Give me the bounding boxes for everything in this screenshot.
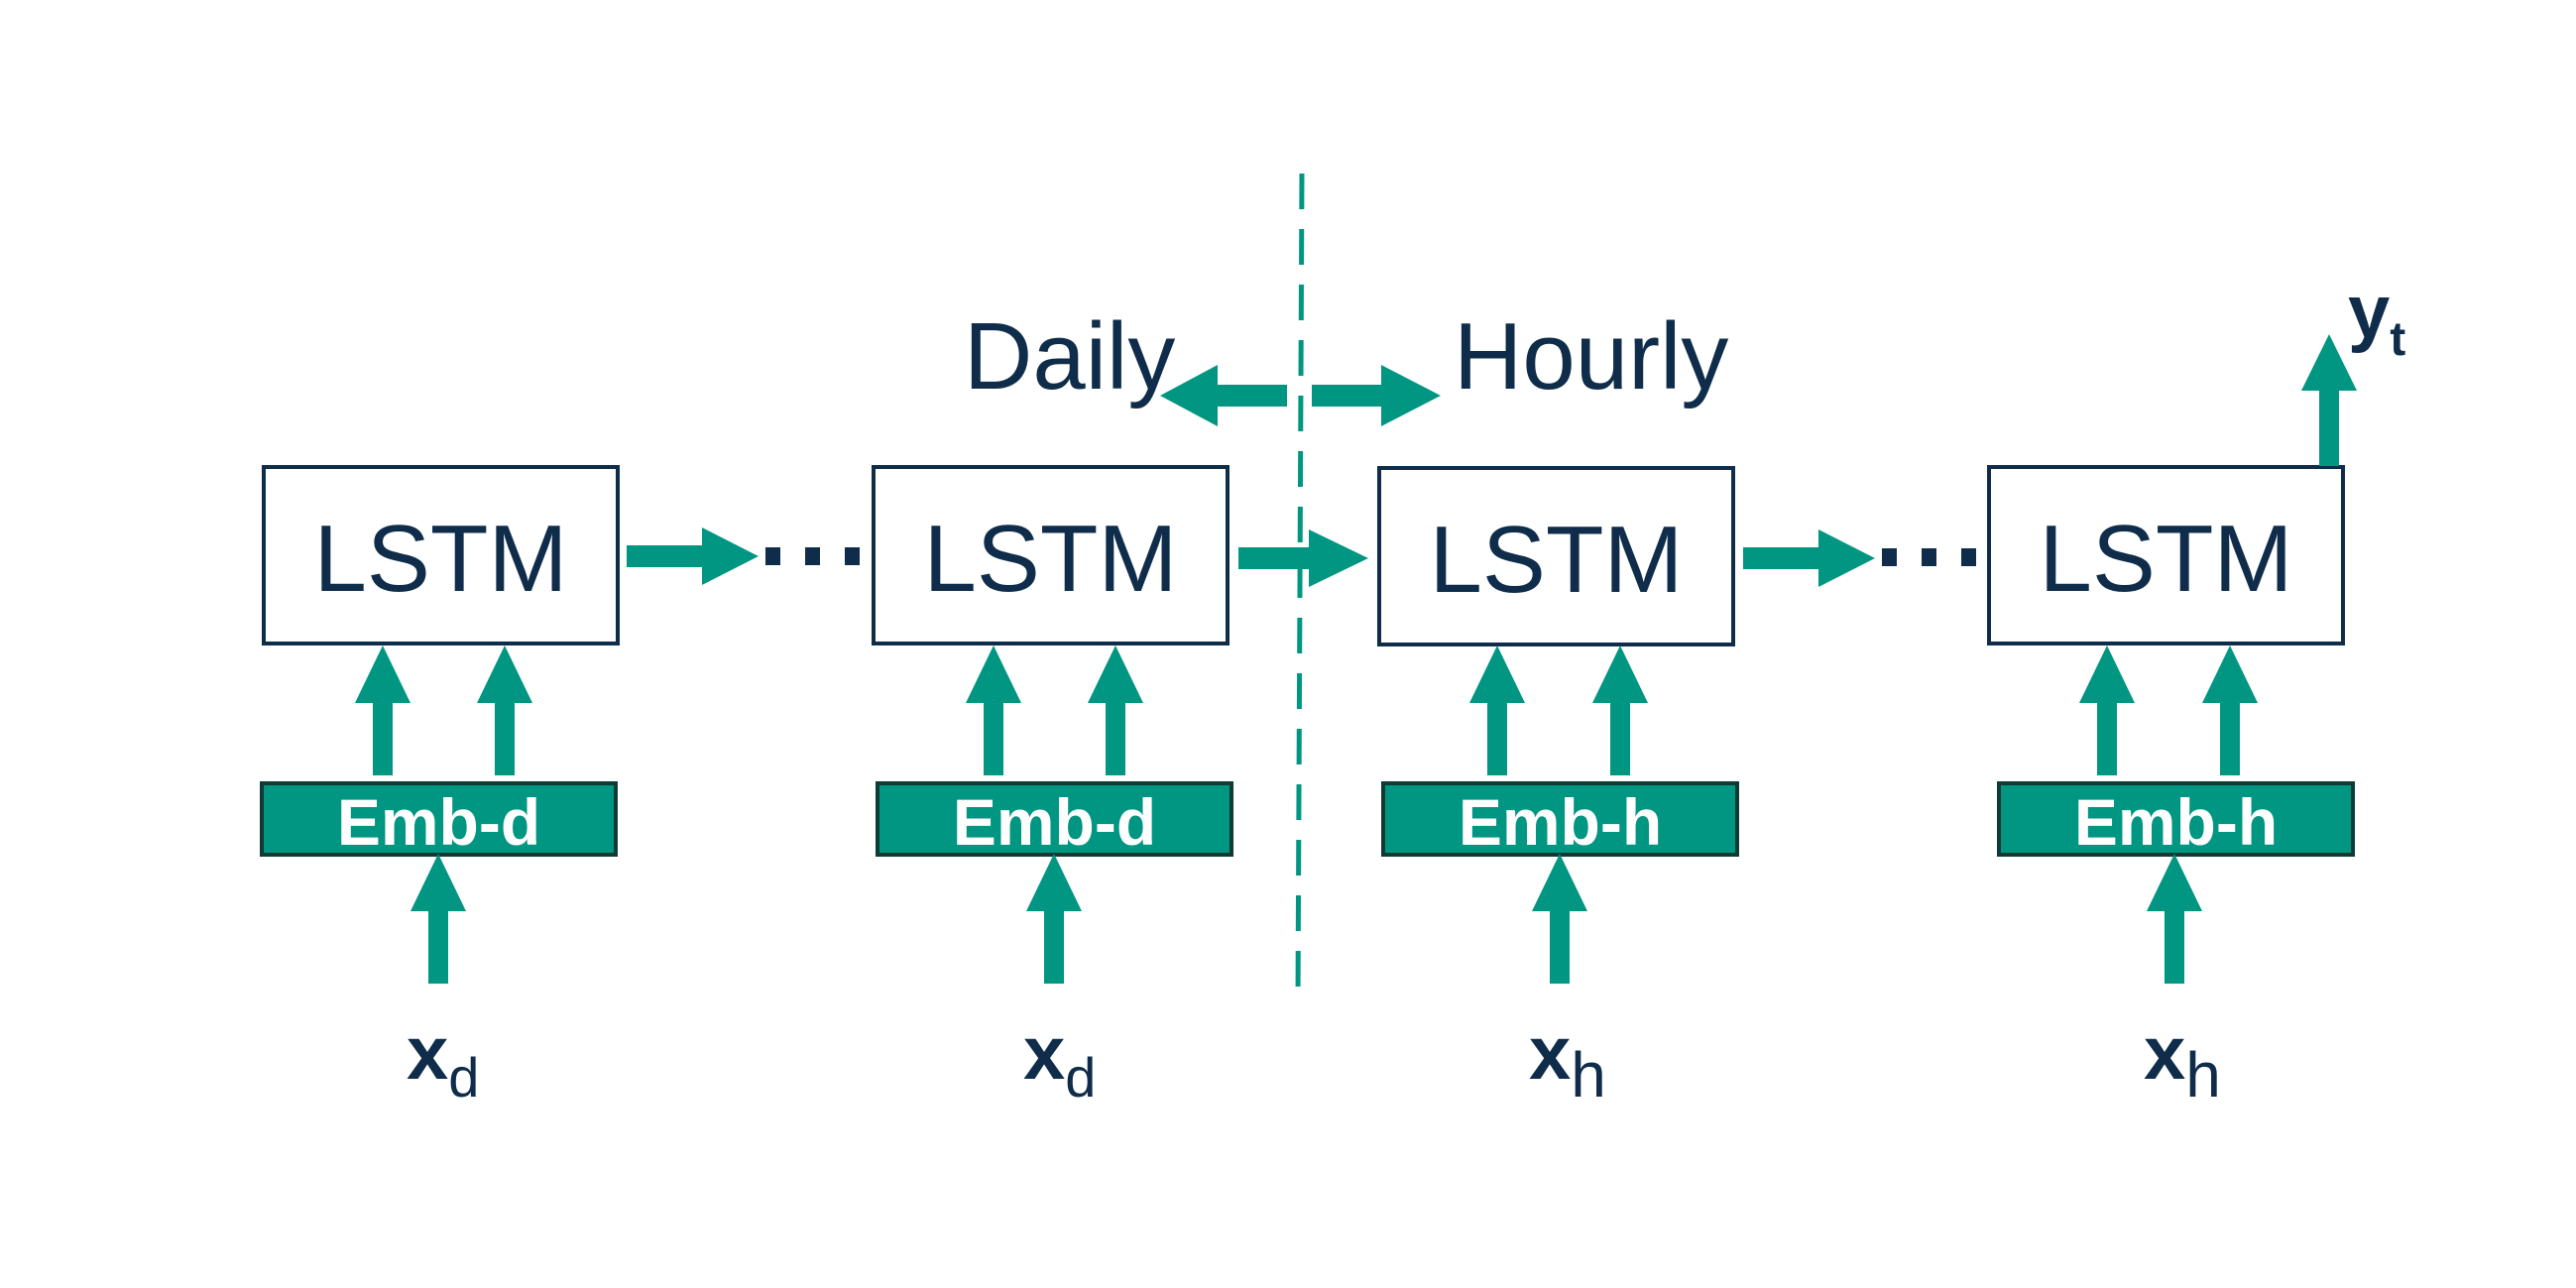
input-to-emb-arrow (1026, 854, 1082, 984)
daily-label: Daily (964, 303, 1175, 410)
lstm-box (262, 465, 620, 645)
lstm-label: LSTM (923, 506, 1177, 612)
lstm-label: LSTM (313, 506, 567, 612)
block-3: LSTM Emb-h xh (1377, 466, 1739, 1111)
flow-arrow-2-3 (1238, 529, 1368, 587)
input-to-emb-arrow (410, 854, 466, 984)
ellipsis-dot (805, 547, 820, 565)
emb-label: Emb-d (953, 785, 1156, 859)
emb-to-lstm-arrows (355, 645, 532, 775)
lstm-label: LSTM (1429, 507, 1683, 613)
lstm-box (872, 465, 1229, 645)
lstm-label: LSTM (2039, 506, 2292, 612)
emb-label: Emb-h (2074, 785, 2278, 859)
emb-box (1997, 781, 2355, 857)
output-label: yt (2348, 270, 2405, 366)
ellipsis-dot (1922, 548, 1936, 566)
emb-label: Emb-h (1459, 785, 1662, 859)
input-to-emb-arrow (2147, 854, 2202, 984)
flow-arrow-3-4 (1743, 529, 1976, 587)
ellipsis-dot (765, 547, 780, 565)
block-4: LSTM Emb-h xh (1987, 465, 2355, 1111)
emb-box (876, 781, 1233, 857)
flow-arrow-1-2 (627, 527, 860, 585)
block-1: LSTM Emb-d xd (260, 465, 620, 1109)
lstm-box (1987, 465, 2345, 645)
emb-box (1381, 781, 1739, 857)
lstm-box (1377, 466, 1735, 646)
ellipsis-dot (845, 547, 860, 565)
emb-to-lstm-arrows (1469, 645, 1648, 775)
ellipsis-dot (1882, 548, 1897, 566)
hourly-label: Hourly (1454, 303, 1728, 410)
block-2: LSTM Emb-d xd (872, 465, 1233, 1109)
section-divider (1295, 173, 1305, 1000)
output-arrow (2301, 334, 2357, 466)
input-label: xh (2144, 1011, 2221, 1111)
ellipsis-dot (1961, 548, 1976, 566)
daily-hourly-split-arrow (1160, 365, 1441, 426)
input-label: xh (1529, 1011, 1606, 1111)
emb-to-lstm-arrows (2079, 645, 2258, 775)
emb-label: Emb-d (337, 785, 540, 859)
emb-box (260, 781, 618, 857)
input-label: xd (407, 1011, 479, 1109)
emb-to-lstm-arrows (966, 645, 1143, 775)
input-label: xd (1023, 1011, 1096, 1109)
input-to-emb-arrow (1532, 854, 1587, 984)
